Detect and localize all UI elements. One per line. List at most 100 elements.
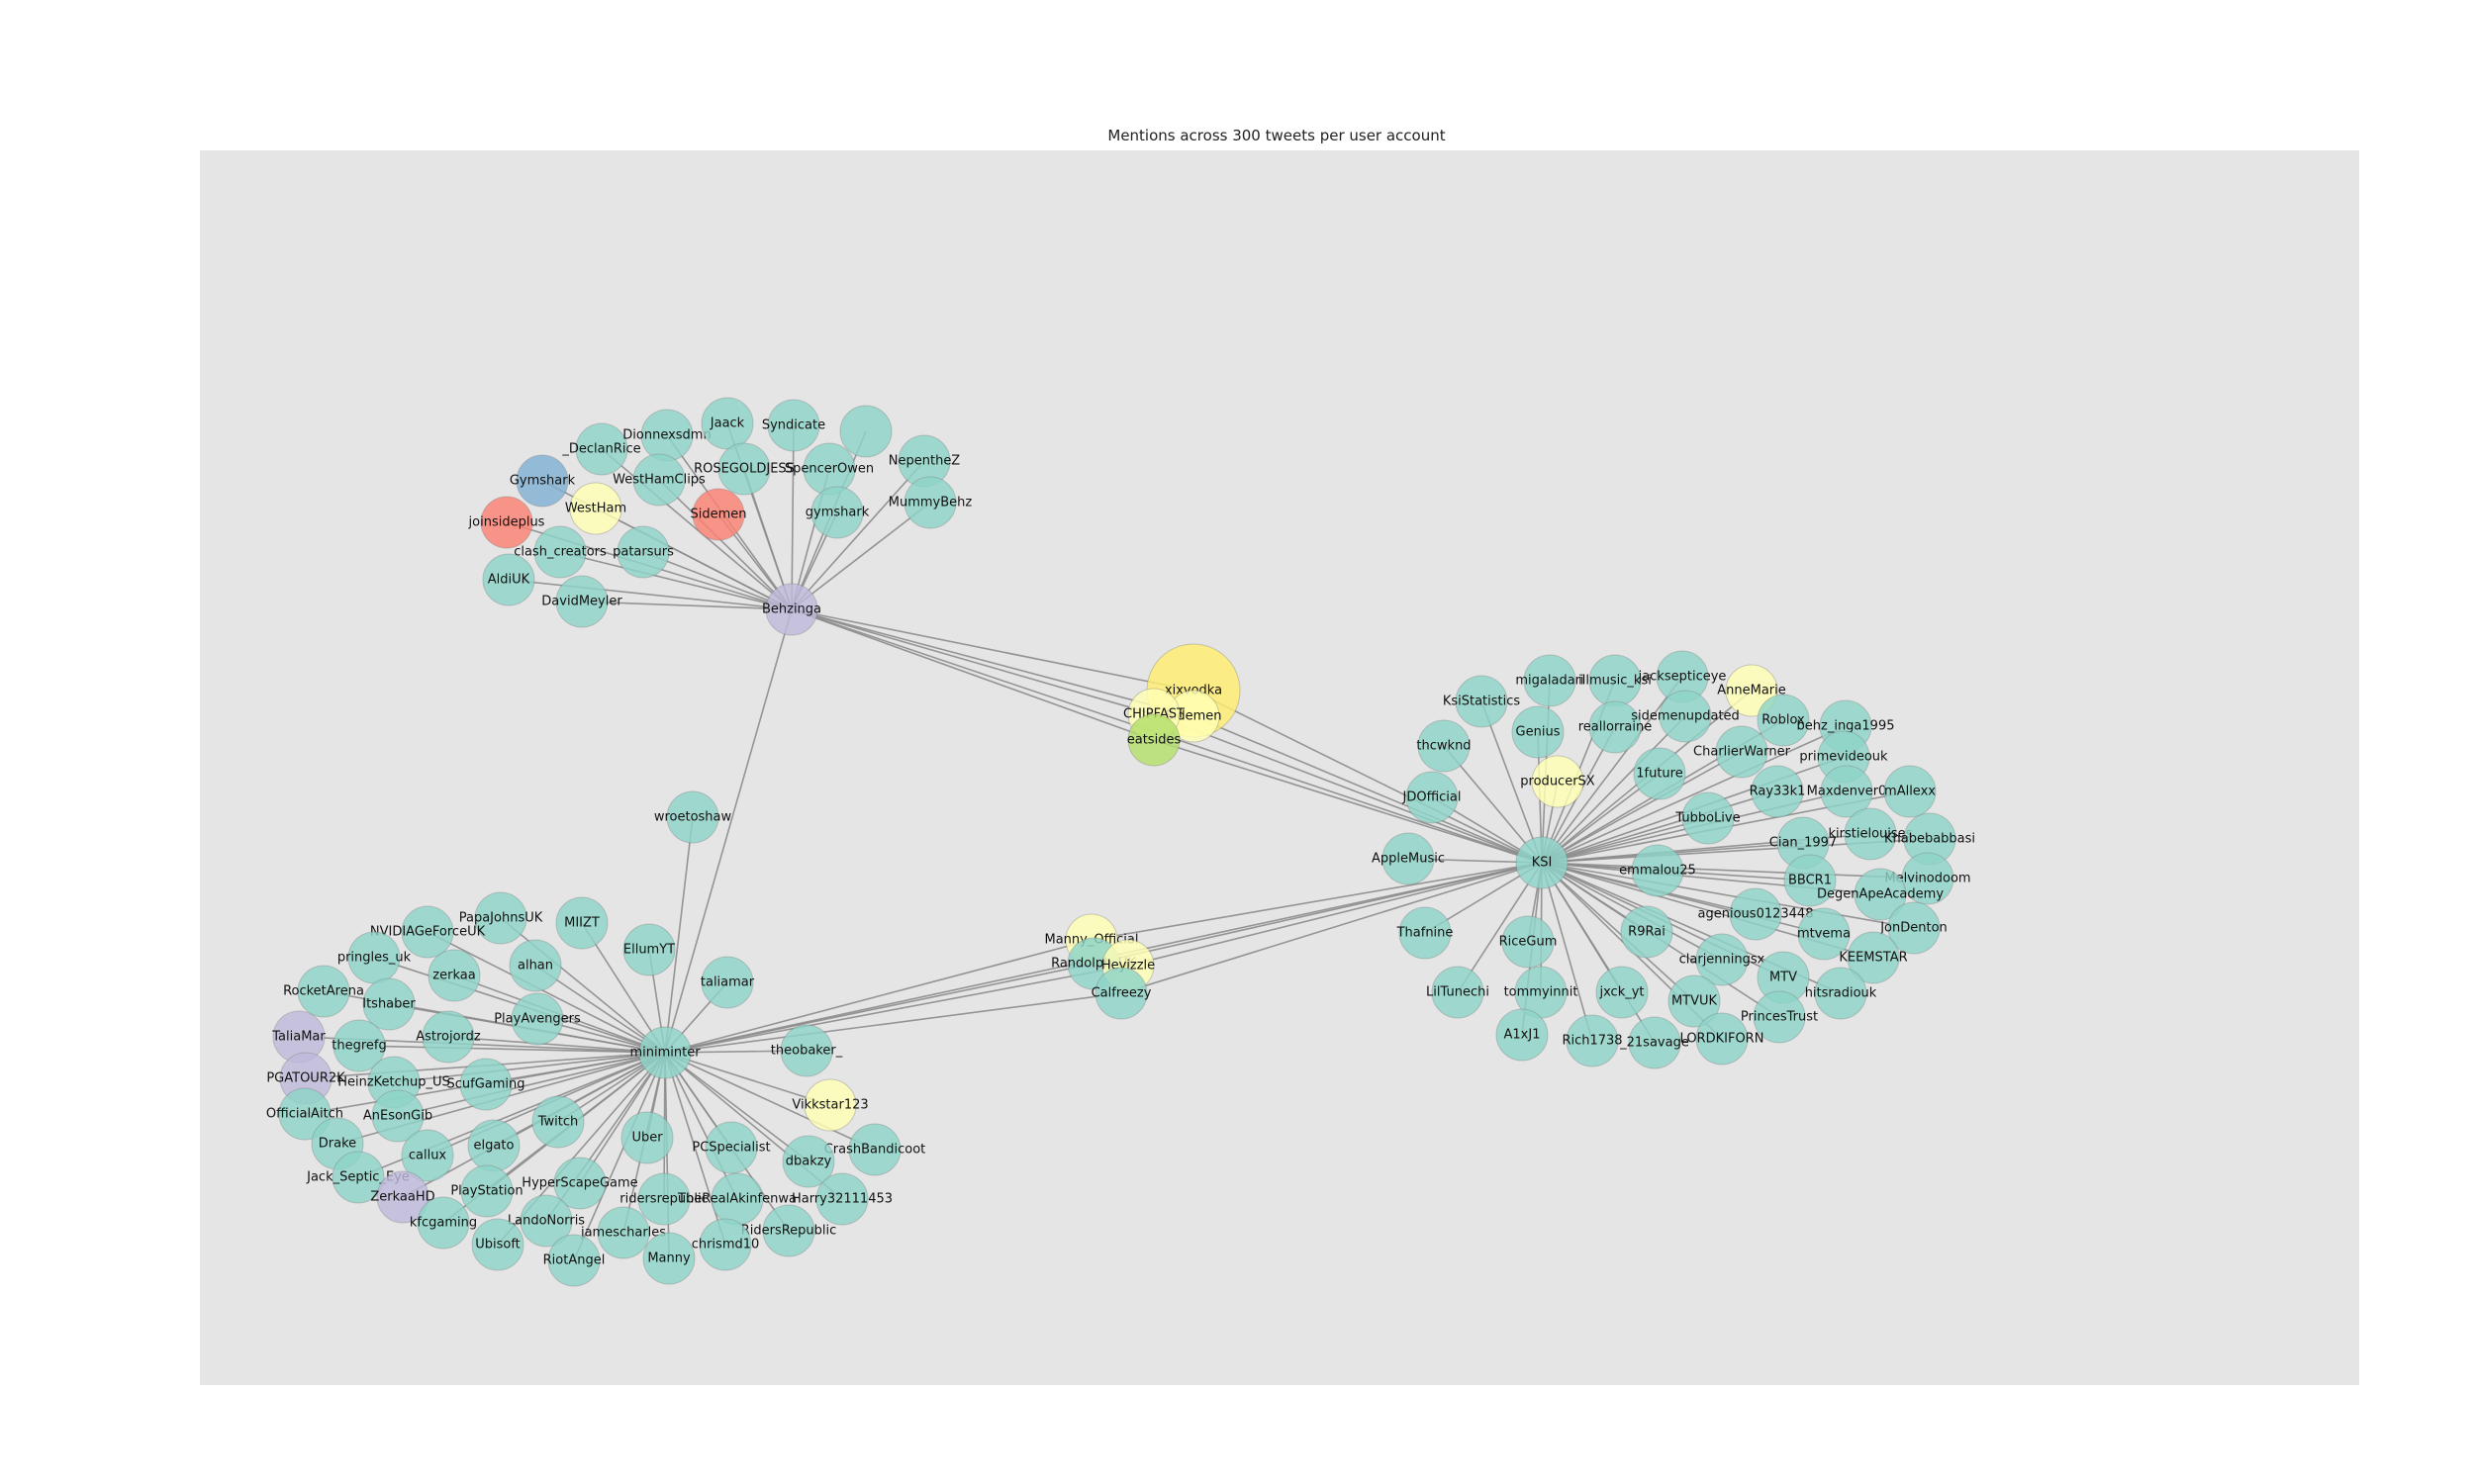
node-kfcgaming: kfcgaming (410, 1196, 477, 1250)
node-JDOfficial: JDOfficial (1402, 771, 1462, 824)
node-Ubisoft: Ubisoft (471, 1218, 524, 1271)
node-A1xJ1: A1xJ1 (1495, 1008, 1549, 1062)
node-label: thegrefg (332, 1039, 386, 1054)
node-ScufGaming: ScufGaming (446, 1058, 525, 1111)
node-migaladari: migaladari (1515, 654, 1584, 707)
edge-KSI-Randolph_UK (1093, 862, 1543, 965)
node-CrashBandicoot: CrashBandicoot (824, 1123, 925, 1176)
node-circle (637, 1172, 691, 1226)
node-label: zerkaa (432, 969, 475, 983)
node-circle (401, 905, 454, 959)
node-circle (705, 1121, 758, 1174)
edge-Behzinga-eatsides (791, 608, 1155, 741)
node-unlabeled (839, 405, 893, 458)
node-label: Drake (319, 1137, 356, 1152)
node-circle (376, 1170, 429, 1224)
node-label: Sidemen (690, 508, 746, 522)
node-producerSX: producerSX (1520, 755, 1595, 808)
node-label: RocketArena (283, 984, 364, 999)
node-circle (692, 488, 745, 541)
node-KSI: KSI (1515, 836, 1569, 889)
node-circle (1753, 990, 1806, 1044)
node-circle (597, 1206, 650, 1259)
node-label: PlayStation (450, 1184, 523, 1199)
node-circle (1695, 1012, 1749, 1066)
node-theobaker_: theobaker_ (771, 1024, 843, 1077)
node-PlayStation: PlayStation (450, 1164, 523, 1218)
node-circle (762, 1204, 815, 1257)
edge-KSI-CHIPFAST (1153, 713, 1543, 864)
node-pringles_uk: pringles_uk (337, 931, 412, 984)
node-circle (362, 977, 416, 1031)
node-circle (1751, 765, 1804, 818)
node-circle (1631, 844, 1684, 897)
node-label: PrincesTrust (1741, 1010, 1818, 1025)
node-patarsurs: patarsurs (613, 525, 674, 579)
node-Manny: Manny (642, 1232, 696, 1285)
node-circle (1820, 765, 1873, 818)
node-label: behz_inga1995 (1797, 719, 1895, 734)
node-KEEMSTAR: KEEMSTAR (1839, 931, 1908, 984)
node-label: chrismd10 (692, 1238, 760, 1252)
edge-miniminter-thegrefg (358, 1045, 666, 1054)
node-label: AnneMarie (1717, 684, 1786, 698)
node-BBCR1: BBCR1 (1783, 854, 1837, 907)
node-label: R9Rai (1628, 925, 1665, 940)
edge-miniminter-alhan (534, 965, 666, 1054)
node-label: primevideouk (1799, 750, 1888, 765)
node-label: agenious0123448 (1698, 907, 1814, 922)
edge-Behzinga-xixvodka (791, 608, 1194, 692)
node-label: PapaJohnsUK (459, 911, 543, 926)
node-circle (1523, 654, 1576, 707)
edge-Behzinga-patarsurs (642, 551, 793, 610)
node-label: JDOfficial (1402, 790, 1462, 805)
node-circle (428, 949, 481, 1002)
node-circle (333, 1019, 386, 1072)
node-circle (642, 1232, 696, 1285)
node-WestHamClips: WestHamClips (613, 453, 706, 507)
node-circle (1495, 1008, 1549, 1062)
node-label: RiotAngel (543, 1253, 606, 1268)
node-label: mAllexx (1884, 785, 1936, 799)
node-circle (780, 1024, 833, 1077)
node-label: kfcgaming (410, 1216, 477, 1231)
node-circle (717, 442, 771, 496)
node-circle (1681, 791, 1735, 845)
node-circle (460, 1164, 514, 1218)
node-circle (701, 397, 754, 450)
node-label: ROSEGOLDJESS (694, 462, 795, 477)
node-label: SpencerOwen (785, 462, 874, 477)
edge-Behzinga-WestHamClips (658, 479, 793, 610)
edge-KSI-MTVUK (1541, 862, 1695, 1002)
node-Calfreezy: Calfreezy (1092, 967, 1152, 1020)
node-RiceGum: RiceGum (1499, 915, 1557, 969)
node-Twitch: Twitch (531, 1095, 585, 1149)
node-label: 1future (1636, 767, 1682, 782)
node-circle (1729, 887, 1782, 941)
node-circle (471, 1218, 524, 1271)
node-label: Melvinodoom (1884, 872, 1970, 886)
node-eatsides: eatsides (1127, 713, 1181, 767)
node-label: Maxdenver0 (1807, 785, 1887, 799)
node-circle (617, 525, 670, 579)
node-_DeclanRice: _DeclanRice (561, 422, 641, 476)
node-elgato: elgato (467, 1119, 521, 1172)
node-label: HeinzKetchup_US (337, 1075, 450, 1090)
node-circle (1887, 901, 1941, 955)
node-agenious0123448: agenious0123448 (1698, 887, 1814, 941)
node-circle (1814, 967, 1867, 1020)
node-label: ScufGaming (446, 1077, 524, 1092)
edge-miniminter-NVIDIAGeForceUK (427, 931, 666, 1054)
node-zerkaa: zerkaa (428, 949, 481, 1002)
node-hitsradiouk: hitsradiouk (1805, 967, 1877, 1020)
node-TubboLive: TubboLive (1674, 791, 1741, 845)
node-circle (666, 790, 719, 844)
node-label: WestHamClips (613, 473, 706, 488)
node-PrincesTrust: PrincesTrust (1741, 990, 1818, 1044)
node-label: Genius (1516, 725, 1561, 740)
node-circle (1620, 905, 1673, 959)
node-label: CHIPFAST (1123, 707, 1185, 722)
node-circle (1566, 1014, 1619, 1067)
node-label: mtvema (1797, 927, 1851, 942)
node-Syndicate: Syndicate (762, 399, 825, 452)
